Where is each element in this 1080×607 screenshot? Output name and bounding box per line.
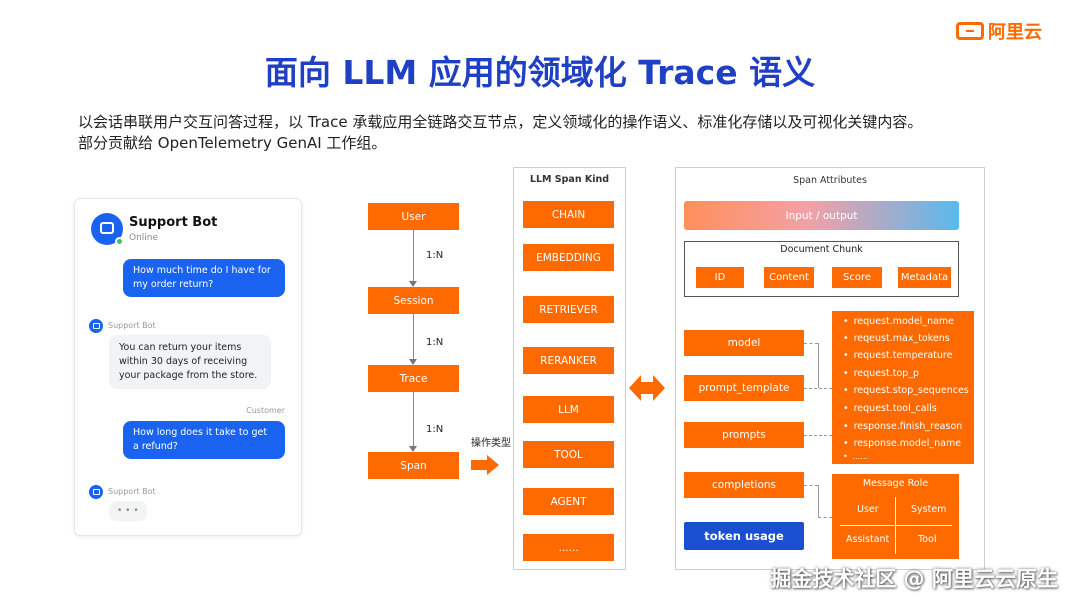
span-kind-embedding: EMBEDDING <box>523 244 614 271</box>
description-line-1: 以会话串联用户交互问答过程，以 Trace 承载应用全链路交互节点，定义领域化的… <box>78 113 923 131</box>
chunk-content: Content <box>764 267 814 288</box>
connector-line <box>804 435 832 436</box>
message-sender: Customer <box>246 406 285 415</box>
operation-type-label: 操作类型 <box>471 438 511 449</box>
connector-line <box>804 388 832 389</box>
span-kind-retriever: RETRIEVER <box>523 296 614 323</box>
request-field-more: ...... <box>843 452 868 461</box>
span-attributes-title: Span Attributes <box>793 175 867 186</box>
description-line-2: 部分贡献给 OpenTelemetry GenAI 工作组。 <box>78 134 387 152</box>
description: 以会话串联用户交互问答过程，以 Trace 承载应用全链路交互节点，定义领域化的… <box>78 112 998 154</box>
watermark: 掘金技术社区 @ 阿里云云原生 <box>770 567 1058 591</box>
flow-ratio: 1:N <box>426 337 444 348</box>
span-kind-llm: LLM <box>523 396 614 423</box>
bot-name: Support Bot <box>129 215 218 230</box>
chunk-metadata: Metadata <box>898 267 951 288</box>
connector-line <box>804 485 818 486</box>
bot-mini-avatar-icon <box>89 485 103 499</box>
request-field: response.model_name <box>843 438 961 449</box>
span-kind-tool: TOOL <box>523 441 614 468</box>
role-tool: Tool <box>918 534 937 545</box>
request-field: request.temperature <box>843 350 953 361</box>
request-field: request.top_p <box>843 368 919 379</box>
message-role-title: Message Role <box>862 478 929 489</box>
aliyun-logo-icon <box>956 22 984 40</box>
page-title: 面向 LLM 应用的领域化 Trace 语义 <box>264 53 816 92</box>
span-kind-chain: CHAIN <box>523 201 614 228</box>
request-field: request.model_name <box>843 316 954 327</box>
bot-mini-avatar-icon <box>89 319 103 333</box>
role-system: System <box>911 504 947 515</box>
arrow-down-icon <box>409 446 417 452</box>
attr-group-model: model <box>684 330 804 356</box>
chat-panel: Support Bot Online How much time do I ha… <box>74 198 302 536</box>
logo-text: 阿里云 <box>988 22 1042 43</box>
user-message: How much time do I have for my order ret… <box>123 259 285 297</box>
request-field: request.stop_sequences <box>843 385 969 396</box>
flow-ratio: 1:N <box>426 424 444 435</box>
message-sender: Support Bot <box>108 321 156 330</box>
document-chunk-box: Document Chunk <box>684 241 959 297</box>
connector-line <box>818 485 819 517</box>
token-usage: token usage <box>684 522 804 550</box>
user-message: How long does it take to get a refund? <box>123 421 285 459</box>
attr-group-completions: completions <box>684 472 804 498</box>
bot-status: Online <box>129 233 159 243</box>
chunk-id: ID <box>696 267 744 288</box>
request-field: request.tool_calls <box>843 403 937 414</box>
request-field: response.finish_reason <box>843 421 963 432</box>
bot-message: You can return your items within 30 days… <box>109 335 271 389</box>
bot-avatar-icon <box>91 213 124 246</box>
bidirectional-arrow-icon <box>629 375 665 401</box>
input-output-bar: Input / output <box>684 201 959 230</box>
chunk-score: Score <box>832 267 882 288</box>
flow-node-trace: Trace <box>368 365 459 392</box>
document-chunk-title: Document Chunk <box>780 244 863 255</box>
typing-indicator: • • • <box>109 501 147 521</box>
span-kind-reranker: RERANKER <box>523 347 614 374</box>
flow-node-user: User <box>368 203 459 230</box>
role-assistant: Assistant <box>846 534 890 545</box>
flow-connector <box>413 392 414 450</box>
flow-node-span: Span <box>368 452 459 479</box>
span-kind-title: LLM Span Kind <box>529 174 610 185</box>
right-arrow-icon <box>471 455 499 475</box>
flow-node-session: Session <box>368 287 459 314</box>
grid-divider <box>840 525 952 526</box>
span-kind-agent: AGENT <box>523 488 614 515</box>
attr-group-prompts: prompts <box>684 422 804 448</box>
role-user: User <box>857 504 879 515</box>
flow-ratio: 1:N <box>426 250 444 261</box>
arrow-down-icon <box>409 359 417 365</box>
connector-line <box>818 343 819 388</box>
online-dot-icon <box>115 237 124 246</box>
connector-line <box>804 343 818 344</box>
span-kind-more: ...... <box>523 534 614 561</box>
arrow-down-icon <box>409 281 417 287</box>
connector-line <box>818 517 832 518</box>
message-sender: Support Bot <box>108 487 156 496</box>
aliyun-logo: 阿里云 <box>956 18 1042 44</box>
flow-connector <box>413 314 414 363</box>
attr-group-prompt-template: prompt_template <box>684 375 804 401</box>
request-field: reqeust.max_tokens <box>843 333 950 344</box>
flow-connector <box>413 230 414 285</box>
